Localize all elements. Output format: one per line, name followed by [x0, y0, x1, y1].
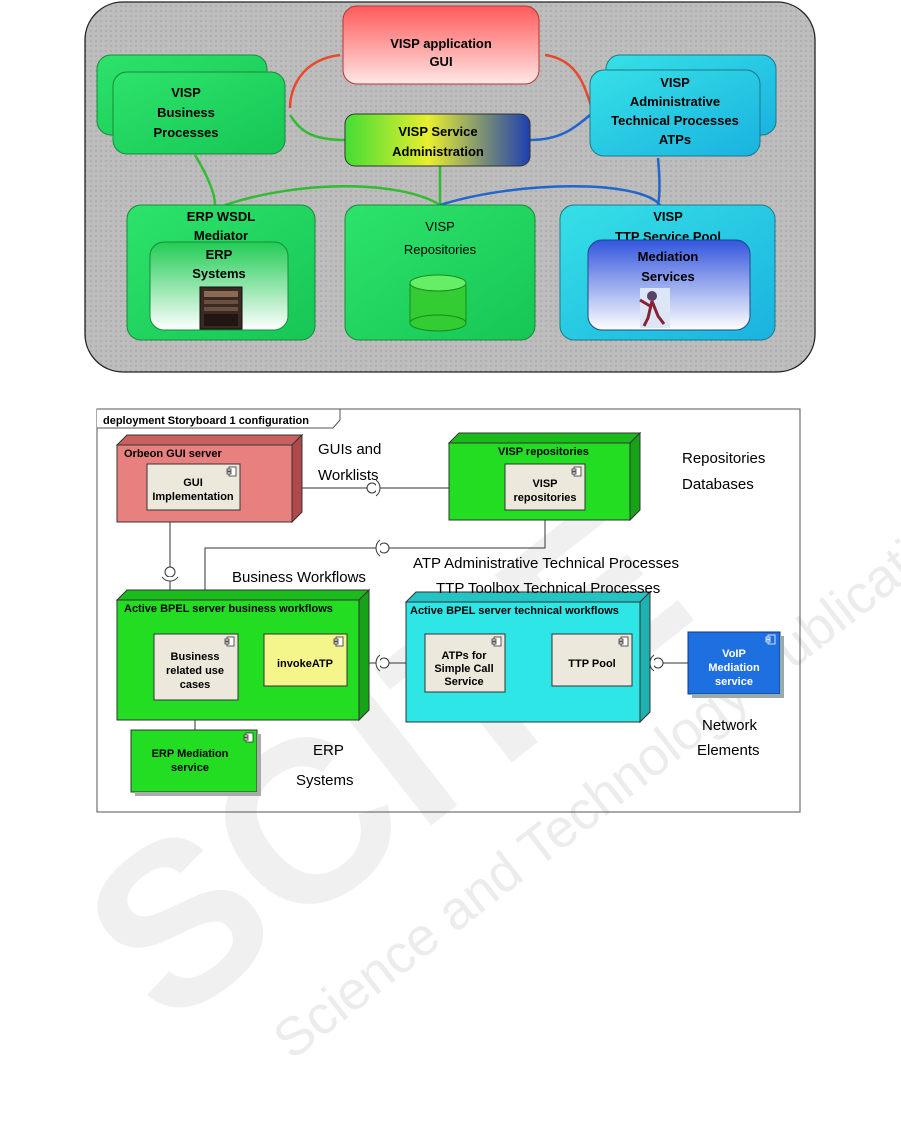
gui-impl-line-2: Implementation	[152, 491, 234, 503]
admin-line-4: ATPs	[659, 132, 691, 147]
service-admin-line-1: VISP Service	[398, 124, 477, 139]
repos-line-1: VISP	[425, 219, 455, 234]
voip-line-2: Mediation	[708, 662, 760, 674]
mediation-line-1: Mediation	[638, 249, 699, 264]
server-tower-image	[199, 286, 243, 330]
atp-comp-line-3: Service	[444, 676, 483, 688]
frame-title: deployment Storyboard 1 configuration	[103, 415, 309, 427]
bpel-technical-title: Active BPEL server technical workflows	[410, 605, 619, 617]
ttp-pool-label: TTP Pool	[568, 658, 615, 670]
visp-repos-comp-line-2: repositories	[514, 492, 577, 504]
erp-wsdl-line-1: ERP WSDL	[187, 209, 255, 224]
erp-systems-line-1: ERP	[206, 247, 233, 262]
component-icon	[226, 466, 237, 477]
erp-systems-line-2: Systems	[192, 266, 245, 281]
component-icon	[224, 636, 235, 647]
voip-line-1: VoIP	[722, 648, 746, 660]
business-line-2: Business	[157, 105, 215, 120]
annotation-network-2: Elements	[697, 742, 760, 759]
annotation-repos-2: Databases	[682, 476, 754, 493]
atp-comp-line-1: ATPs for	[441, 650, 487, 662]
business-comp-line-1: Business	[171, 651, 220, 663]
erp-mediation-line-2: service	[171, 762, 209, 774]
repos-line-2: Repositories	[404, 242, 477, 257]
mediation-line-2: Services	[641, 269, 695, 284]
annotation-network-1: Network	[702, 717, 758, 734]
frame-title-tab	[97, 408, 341, 429]
business-line-3: Processes	[153, 125, 218, 140]
visp-repos-comp-line-1: VISP	[532, 478, 557, 490]
voip-line-3: service	[715, 676, 753, 688]
admin-line-2: Administrative	[630, 94, 720, 109]
annotation-ttp: TTP Toolbox Technical Processes	[436, 580, 660, 597]
mediation-figure-image	[639, 288, 670, 328]
bpel-business-title: Active BPEL server business workflows	[124, 603, 333, 615]
deployment-frame	[96, 408, 801, 813]
service-admin-line-2: Administration	[392, 144, 484, 159]
deployment-diagram: deployment Storyboard 1 configuration Or…	[96, 408, 801, 813]
erp-mediation-component	[130, 729, 258, 793]
annotation-atp: ATP Administrative Technical Processes	[413, 555, 679, 572]
component-icon	[333, 636, 344, 647]
gui-title-1: VISP application	[390, 36, 492, 51]
orbeon-title: Orbeon GUI server	[124, 448, 223, 460]
business-comp-line-2: related use	[166, 665, 224, 677]
component-icon	[243, 732, 254, 743]
annotation-business-workflows: Business Workflows	[232, 569, 366, 586]
invoke-atp-label: invokeATP	[277, 658, 333, 670]
business-comp-line-3: cases	[180, 679, 211, 691]
admin-line-3: Technical Processes	[611, 113, 739, 128]
atps-simple-call-component	[424, 633, 506, 693]
annotation-guis-2: Worklists	[318, 467, 379, 484]
annotation-erp-1: ERP	[313, 742, 344, 759]
annotation-guis-1: GUIs and	[318, 441, 381, 458]
gui-impl-line-1: GUI	[183, 477, 203, 489]
atp-comp-line-2: Simple Call	[434, 663, 493, 675]
ttp-pool-line-1: VISP	[653, 209, 683, 224]
annotation-repos-1: Repositories	[682, 450, 765, 467]
top-arrows	[193, 53, 661, 207]
admin-line-1: VISP	[660, 75, 690, 90]
component-icon	[491, 636, 502, 647]
gui-implementation-component	[146, 463, 241, 511]
database-cylinder-icon	[409, 274, 467, 332]
top-architecture-diagram: VISP application GUI VISP Business Proce…	[84, 1, 816, 373]
business-use-cases-component	[153, 633, 239, 701]
invoke-atp-component	[263, 633, 348, 687]
visp-repos-title: VISP repositories	[498, 446, 589, 458]
gui-title-2: GUI	[429, 54, 452, 69]
business-line-1: VISP	[171, 85, 201, 100]
erp-mediation-line-1: ERP Mediation	[152, 748, 229, 760]
component-icon	[571, 466, 582, 477]
component-icon	[618, 636, 629, 647]
voip-mediation-component	[687, 631, 781, 695]
erp-wsdl-line-2: Mediator	[194, 228, 248, 243]
component-icon	[765, 634, 776, 645]
annotation-erp-2: Systems	[296, 772, 354, 789]
